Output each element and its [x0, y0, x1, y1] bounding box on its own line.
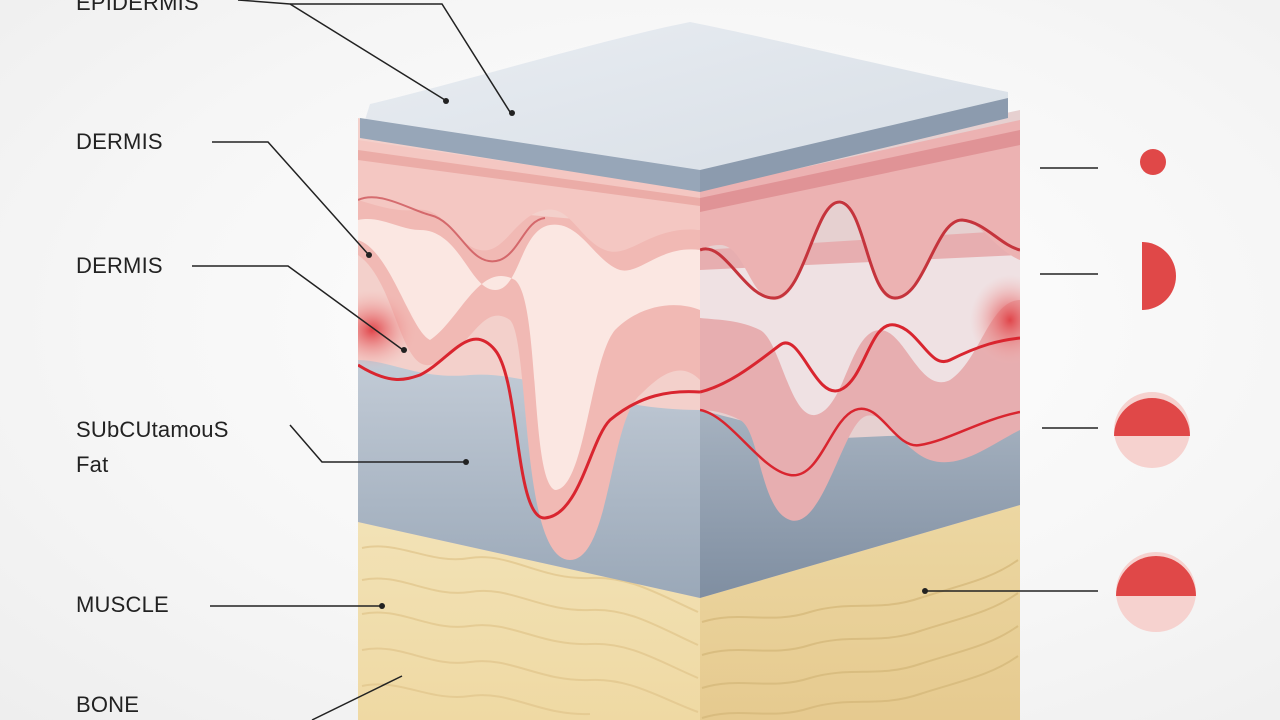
label-dermis-2: DERMIS [76, 253, 163, 278]
label-subcutaneous-line2: Fat [76, 452, 109, 478]
label-subcutaneous-line1: SUbCUtamouS [76, 417, 229, 442]
epidermis-edge-left [360, 118, 700, 192]
leader-dots [366, 98, 928, 609]
label-bone: BONE [76, 692, 140, 717]
block-right-face [700, 110, 1020, 720]
label-epidermis: EPIDERMIS [76, 0, 199, 15]
label-subcutaneous-fat: SUbCUtamouS Fat [76, 412, 229, 482]
label-dermis-1: DERMIS [76, 129, 163, 154]
half-circle-icon-2 [1116, 552, 1196, 632]
leader-lines [192, 0, 1098, 720]
legend-icons [1114, 149, 1196, 632]
half-circle-icon-1 [1114, 392, 1190, 468]
full-dot-icon [1140, 149, 1166, 175]
block-left-face [358, 118, 700, 720]
epidermis-edge-right [700, 98, 1008, 192]
label-muscle: MUSCLE [76, 592, 169, 617]
half-dot-icon [1142, 242, 1176, 310]
